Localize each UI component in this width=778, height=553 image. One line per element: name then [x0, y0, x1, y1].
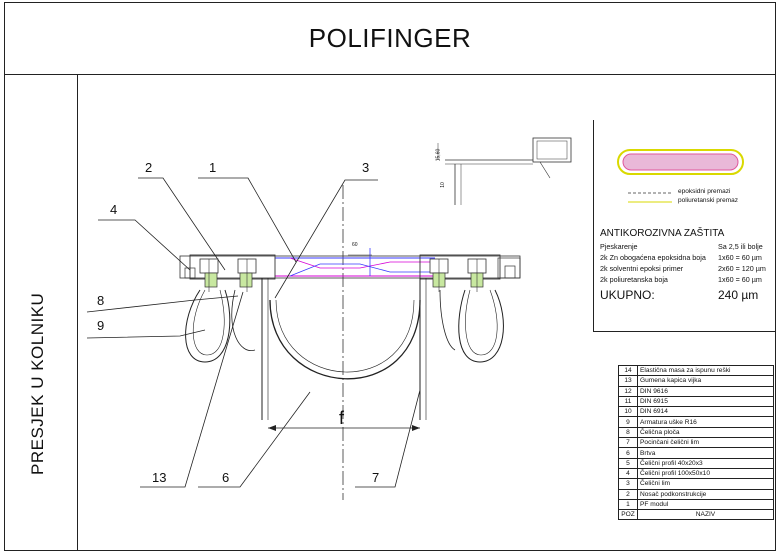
part-name: DIN 9616 — [637, 385, 774, 397]
span-label: f — [339, 408, 345, 428]
right-bolt-assembly — [419, 254, 516, 292]
drawing-title: POLIFINGER — [308, 22, 472, 53]
part-name: Čelični profil 100x50x10 — [637, 467, 774, 480]
part-number: 14 — [618, 364, 638, 377]
legend-epoxy: epoksidni premazi — [678, 188, 731, 195]
coating-legend — [617, 149, 744, 203]
part-number: 8 — [618, 426, 638, 439]
part-number: 7 — [618, 437, 638, 449]
callout-13: 13 — [152, 470, 167, 485]
part-number: 13 — [618, 375, 638, 387]
callout-3: 3 — [362, 160, 370, 175]
part-number: 4 — [618, 467, 638, 480]
title-block: POLIFINGER — [4, 2, 776, 75]
part-name: DIN 6915 — [637, 395, 774, 408]
part-name: Brtva — [637, 447, 774, 459]
detail-inset — [437, 137, 572, 205]
part-number: 2 — [618, 488, 638, 500]
callout-9: 9 — [97, 318, 105, 333]
dim-10: 10 — [439, 182, 446, 188]
part-number: 11 — [618, 395, 638, 408]
part-number: 9 — [618, 416, 638, 428]
right-anchor — [419, 278, 504, 420]
anticorrosion-title: ANTIKOROZIVNA ZAŠTITA — [600, 228, 725, 239]
part-number: 12 — [618, 385, 638, 397]
part-number: 1 — [618, 498, 638, 511]
dim-1560: 15,60 — [435, 148, 442, 162]
callout-2: 2 — [145, 160, 153, 175]
part-name: Armatura uške R16 — [637, 416, 774, 428]
part-name: Pocinčani čelični lim — [637, 437, 774, 449]
side-column: PRESJEK U KOLNIKU — [4, 75, 78, 551]
callout-4: 4 — [110, 202, 118, 217]
callout-7: 7 — [372, 470, 380, 485]
part-name: Čelični lim — [637, 478, 774, 490]
part-number: 5 — [618, 457, 638, 469]
part-name: Elastična masa za ispunu reški — [637, 364, 774, 377]
deck-plate — [179, 248, 521, 279]
drawing-frame — [4, 2, 776, 551]
part-number: 6 — [618, 447, 638, 459]
seal-membrane — [269, 299, 421, 380]
part-name: Nosač podkonstrukcije — [637, 488, 774, 500]
left-bolt-assembly — [184, 254, 276, 292]
part-name: Gumena kapica vijka — [637, 375, 774, 387]
callout-6: 6 — [222, 470, 230, 485]
part-name: Čelična ploča — [637, 426, 774, 439]
part-name: Čelični profil 40x20x3 — [637, 457, 774, 469]
part-name: DIN 6914 — [637, 406, 774, 418]
leader-lines — [86, 177, 421, 488]
callout-1: 1 — [209, 160, 217, 175]
part-number: 10 — [618, 406, 638, 418]
total-label: UKUPNO: — [600, 288, 655, 302]
part-number: 3 — [618, 478, 638, 490]
total-value: 240 µm — [718, 288, 759, 302]
part-name: PF modul — [637, 498, 774, 511]
span-dimension — [268, 425, 420, 431]
left-anchor — [185, 278, 269, 420]
header-poz: POZ — [618, 509, 638, 521]
callout-8: 8 — [97, 293, 105, 308]
legend-polyurethane: poliuretanski premaz — [678, 197, 738, 204]
header-name: NAZIV — [637, 509, 774, 521]
dim-60: 60 — [352, 242, 358, 248]
